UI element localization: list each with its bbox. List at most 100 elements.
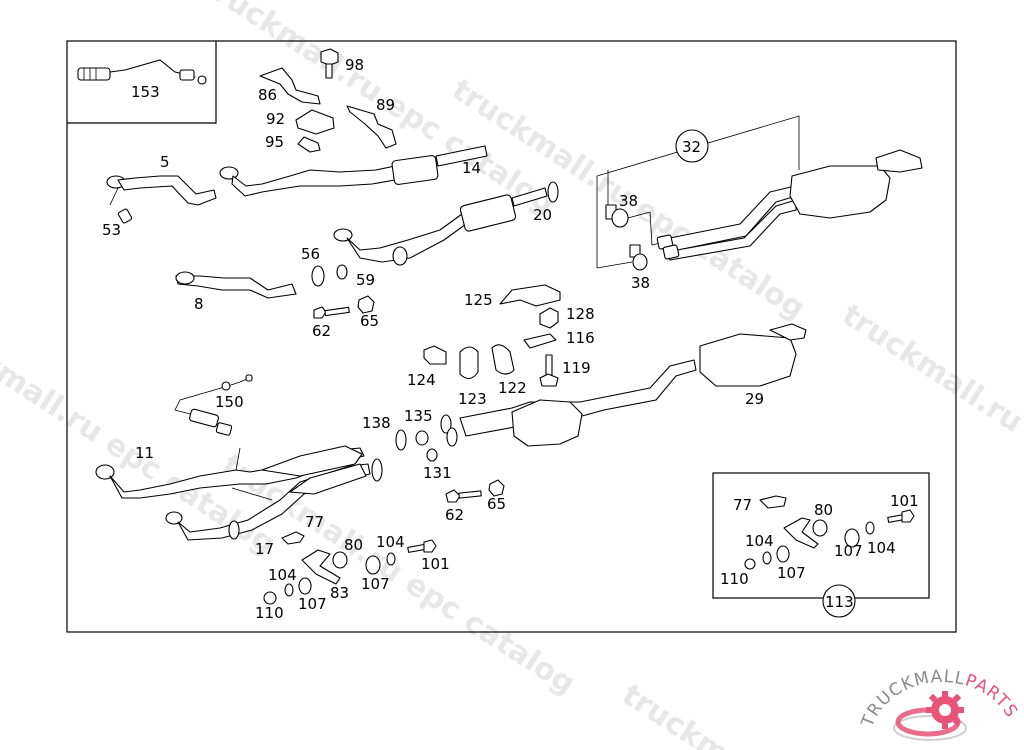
truckmallparts-logo[interactable]: TRUCKMALLPARTS (857, 667, 1021, 741)
callout-89[interactable]: 89 (376, 96, 395, 114)
callout-138[interactable]: 138 (362, 414, 391, 432)
part-59-ring[interactable] (336, 264, 348, 280)
callout-98[interactable]: 98 (345, 56, 364, 74)
part-107-mount[interactable] (365, 555, 381, 575)
part-104-washer-2[interactable] (284, 583, 294, 597)
part-83-bracket-2[interactable] (783, 517, 819, 549)
part-80-mount-2[interactable] (812, 519, 828, 537)
callout-86[interactable]: 86 (258, 86, 277, 104)
part-77-clamp[interactable] (281, 531, 305, 545)
callout-29[interactable]: 29 (745, 390, 764, 408)
callout-80[interactable]: 80 (344, 536, 363, 554)
callout-38-lower[interactable]: 38 (631, 274, 650, 292)
part-11-front-pipe[interactable] (95, 445, 383, 541)
part-116-plate[interactable] (523, 333, 557, 349)
part-5-pipe[interactable] (106, 175, 217, 206)
part-150-sensor[interactable] (174, 374, 253, 436)
callout-104-3[interactable]: 104 (867, 539, 896, 557)
callout-101[interactable]: 101 (421, 555, 450, 573)
callout-116[interactable]: 116 (566, 329, 595, 347)
part-62-bolt-2[interactable] (445, 489, 482, 503)
callout-122[interactable]: 122 (498, 379, 527, 397)
part-29-muffler[interactable] (459, 323, 807, 447)
part-131-ring[interactable] (426, 448, 438, 462)
callout-124[interactable]: 124 (407, 371, 436, 389)
callout-8[interactable]: 8 (194, 295, 204, 313)
part-124-hanger[interactable] (423, 345, 447, 365)
callout-95[interactable]: 95 (265, 133, 284, 151)
callout-92[interactable]: 92 (266, 110, 285, 128)
part-101-bolt[interactable] (407, 539, 437, 553)
callout-20[interactable]: 20 (533, 206, 552, 224)
callout-62-2[interactable]: 62 (445, 506, 464, 524)
part-135-ring[interactable] (415, 430, 429, 446)
part-138-gasket[interactable] (395, 429, 407, 451)
callout-104[interactable]: 104 (376, 533, 405, 551)
callout-119[interactable]: 119 (562, 359, 591, 377)
callout-53[interactable]: 53 (102, 221, 121, 239)
callout-101-2[interactable]: 101 (890, 492, 919, 510)
part-104-washer-3[interactable] (865, 521, 875, 535)
part-107-mount-4[interactable] (776, 545, 790, 563)
callout-123[interactable]: 123 (458, 390, 487, 408)
part-101-bolt-2[interactable] (887, 509, 915, 523)
part-80-mount[interactable] (332, 551, 348, 569)
part-8-pipe[interactable] (175, 275, 297, 299)
part-123-hanger[interactable] (459, 346, 479, 380)
part-104-washer-4[interactable] (762, 551, 772, 565)
callout-14[interactable]: 14 (462, 159, 481, 177)
part-38-clamp-upper[interactable] (605, 204, 629, 228)
part-153-oxygen-sensor[interactable] (77, 59, 207, 85)
callout-5[interactable]: 5 (160, 153, 170, 171)
callout-17[interactable]: 17 (255, 540, 274, 558)
part-89-bracket[interactable] (346, 105, 397, 149)
callout-65-2[interactable]: 65 (487, 495, 506, 513)
part-119-bolt[interactable] (539, 354, 559, 387)
callout-65[interactable]: 65 (360, 312, 379, 330)
callout-125[interactable]: 125 (464, 291, 493, 309)
part-95-clamp[interactable] (297, 136, 321, 153)
part-20-pipe[interactable] (333, 181, 559, 266)
callout-113[interactable]: 113 (825, 593, 854, 611)
part-110-bolt[interactable] (263, 591, 277, 605)
callout-107-4[interactable]: 107 (777, 564, 806, 582)
callout-110[interactable]: 110 (255, 604, 284, 622)
callout-128[interactable]: 128 (566, 305, 595, 323)
part-65-nut-2[interactable] (488, 479, 505, 497)
callout-32[interactable]: 32 (682, 138, 701, 156)
part-77-clamp-2[interactable] (759, 495, 787, 509)
part-92-plate[interactable] (295, 109, 335, 135)
callout-135[interactable]: 135 (404, 407, 433, 425)
part-38-clamp-lower[interactable] (629, 244, 648, 271)
callout-77[interactable]: 77 (305, 513, 324, 531)
part-128-nut[interactable] (539, 307, 559, 329)
part-104-washer[interactable] (386, 552, 396, 566)
callout-62[interactable]: 62 (312, 322, 331, 340)
part-8-flange[interactable] (175, 271, 195, 285)
part-125-bracket[interactable] (499, 284, 561, 307)
part-86-bracket[interactable] (259, 67, 321, 105)
callout-11[interactable]: 11 (135, 444, 154, 462)
part-83-bracket[interactable] (301, 549, 341, 585)
part-14-pipe[interactable] (219, 145, 488, 197)
callout-104-4[interactable]: 104 (745, 532, 774, 550)
part-65-nut[interactable] (357, 295, 375, 314)
callout-80-2[interactable]: 80 (814, 501, 833, 519)
part-98-bolt[interactable] (320, 48, 339, 79)
callout-153[interactable]: 153 (131, 83, 160, 101)
callout-131[interactable]: 131 (423, 464, 452, 482)
part-107-mount-3[interactable] (844, 528, 860, 548)
part-110-bolt-2[interactable] (744, 558, 756, 570)
callout-107-2[interactable]: 107 (298, 595, 327, 613)
part-122-hanger[interactable] (491, 344, 515, 375)
part-53-bolt[interactable] (109, 187, 133, 224)
callout-110-2[interactable]: 110 (720, 570, 749, 588)
part-107-mount-2[interactable] (298, 577, 312, 595)
callout-77-2[interactable]: 77 (733, 496, 752, 514)
callout-38-upper[interactable]: 38 (619, 192, 638, 210)
callout-150[interactable]: 150 (215, 393, 244, 411)
callout-56[interactable]: 56 (301, 245, 320, 263)
callout-107[interactable]: 107 (361, 575, 390, 593)
callout-83[interactable]: 83 (330, 584, 349, 602)
callout-107-3[interactable]: 107 (834, 542, 863, 560)
